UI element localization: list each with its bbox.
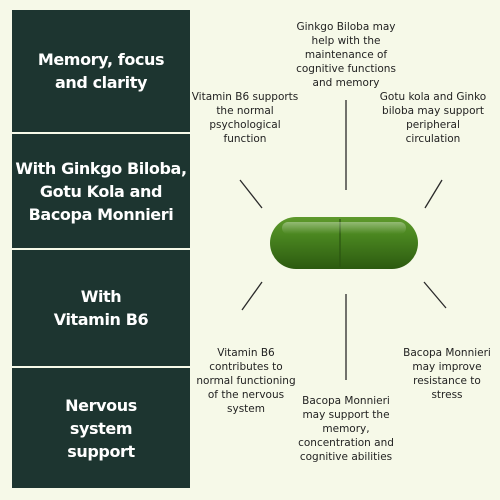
panel-nervous-system-label: Nervous system support: [65, 395, 137, 461]
panel-memory: Memory, focus and clarity: [12, 10, 190, 132]
panel-memory-label: Memory, focus and clarity: [37, 50, 165, 92]
connector-line: [241, 281, 263, 311]
callout-b6-nervous: Vitamin B6 contributes to normal functio…: [196, 347, 296, 415]
panel-nervous-system: Nervous system support: [12, 368, 190, 488]
panel-divider: [12, 248, 190, 250]
callout-b6-psychological: Vitamin B6 supports the normal psycholog…: [191, 91, 299, 145]
panel-vitamin-b6: With Vitamin B6: [12, 250, 190, 366]
capsule: [270, 217, 418, 269]
callout-ginkgo-memory: Ginkgo Biloba may help with the maintena…: [296, 21, 396, 89]
panel-divider: [12, 366, 190, 368]
callout-circulation: Gotu kola and Ginko biloba may support p…: [379, 91, 487, 145]
panel-vitamin-b6-label: With Vitamin B6: [53, 287, 149, 329]
connector-lines: [239, 100, 447, 380]
panel-ingredients-label: With Ginkgo Biloba, Gotu Kola and Bacopa…: [15, 158, 187, 224]
callout-bacopa-stress: Bacopa Monnieri may improve resistance t…: [403, 347, 491, 401]
panel-divider: [12, 132, 190, 134]
panel-ingredients: With Ginkgo Biloba, Gotu Kola and Bacopa…: [12, 134, 190, 248]
connector-line: [423, 281, 447, 309]
connector-line: [424, 179, 443, 209]
callout-bacopa-cognitive: Bacopa Monnieri may support the memory, …: [298, 395, 394, 463]
benefits-sidebar: Memory, focus and clarity With Ginkgo Bi…: [12, 10, 190, 488]
connector-line: [239, 179, 263, 209]
